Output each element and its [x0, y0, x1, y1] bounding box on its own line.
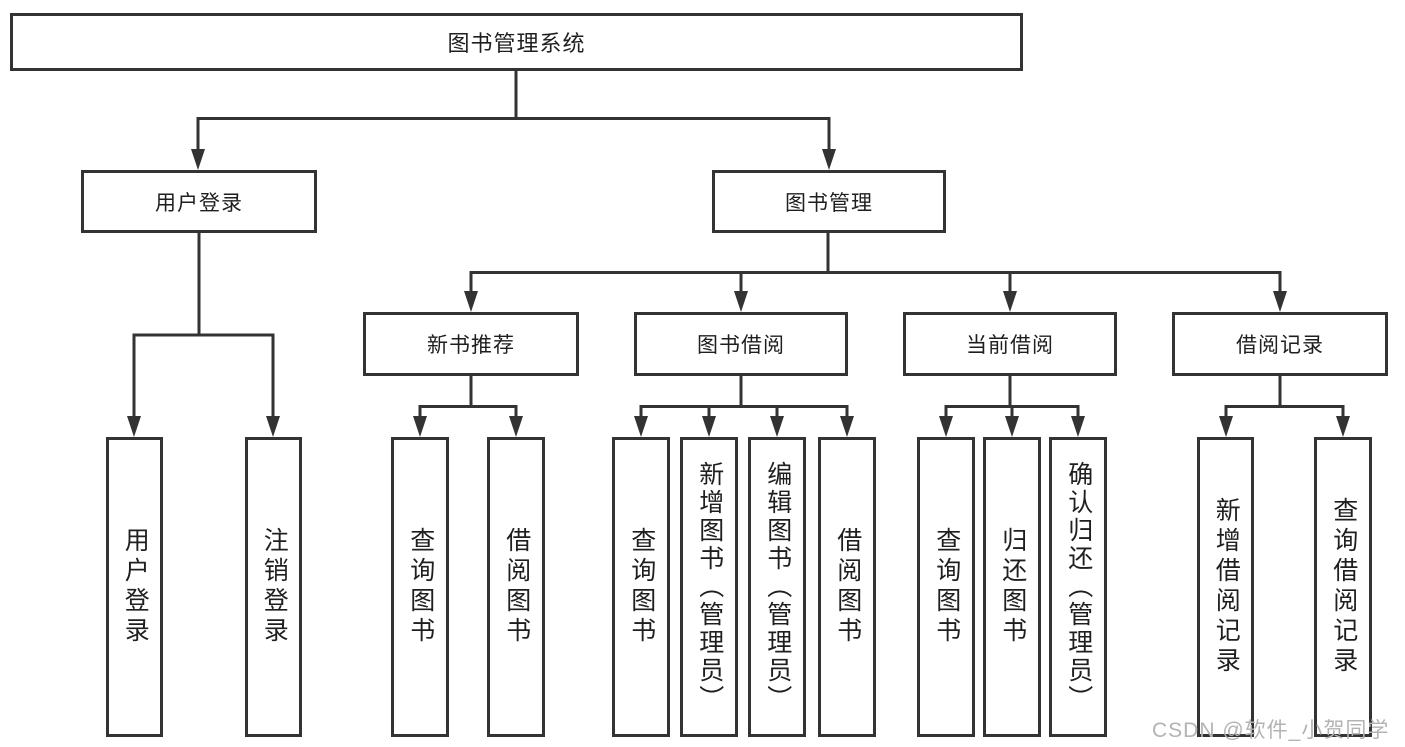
arrowheads [127, 149, 1350, 437]
node-current-borrowing: 当前借阅 [903, 312, 1117, 376]
leaf-current-return-book: 归还图书 [983, 437, 1041, 737]
leaf-recommend-query-book: 查询图书 [391, 437, 449, 737]
leaf-logout: 注销登录 [245, 437, 302, 737]
leaf-records-add-record: 新增借阅记录 [1197, 437, 1254, 737]
node-user-login: 用户登录 [81, 170, 317, 233]
node-book-borrowing: 图书借阅 [634, 312, 848, 376]
leaf-records-query-record: 查询借阅记录 [1314, 437, 1372, 737]
leaf-borrowing-query-book: 查询图书 [612, 437, 670, 737]
leaf-borrowing-borrow-book: 借阅图书 [818, 437, 876, 737]
node-borrowing-records: 借阅记录 [1172, 312, 1388, 376]
watermark: CSDN @软件_小贺同学 [1152, 719, 1390, 742]
leaf-recommend-borrow-book: 借阅图书 [487, 437, 545, 737]
leaf-borrowing-add-book-admin: 新增图书（管理员） [680, 437, 738, 737]
node-new-book-recommend: 新书推荐 [363, 312, 579, 376]
leaf-user-login: 用户登录 [106, 437, 163, 737]
leaf-current-confirm-return-admin: 确认归还（管理员） [1049, 437, 1107, 737]
node-book-management: 图书管理 [712, 170, 946, 233]
leaf-borrowing-edit-book-admin: 编辑图书（管理员） [748, 437, 806, 737]
leaf-current-query-book: 查询图书 [917, 437, 975, 737]
node-library-management-system: 图书管理系统 [10, 13, 1023, 71]
